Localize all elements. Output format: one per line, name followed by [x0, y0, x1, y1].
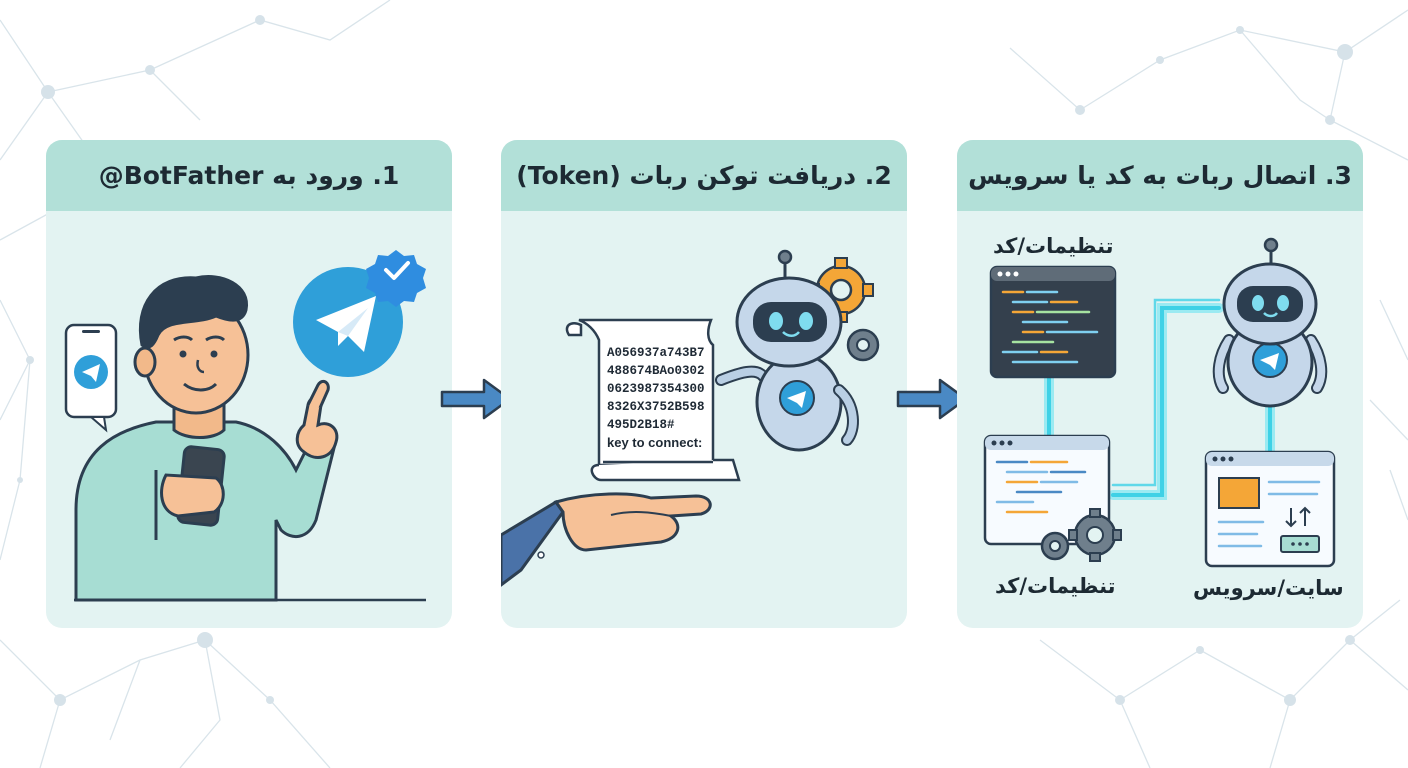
label-site-service: سایت/سرویس	[1193, 576, 1344, 600]
step-3-panel: 3. اتصال ربات به کد یا سرویس	[957, 140, 1363, 628]
label-settings-code-bottom: تنظیمات/کد	[995, 574, 1116, 598]
step-2-panel: 2. دریافت توکن ربات (Token)	[501, 140, 907, 628]
token-line-4: 8326X3752B598	[607, 400, 705, 414]
step-1-header: 1. ورود به BotFather@	[46, 140, 452, 211]
gear-icon	[846, 328, 880, 362]
token-line-3: 0623987354300	[607, 382, 705, 396]
step-1-panel: 1. ورود به BotFather@	[46, 140, 452, 628]
code-file-window	[983, 434, 1111, 546]
step-2-title: 2. دریافت توکن ربات (Token)	[516, 161, 892, 190]
step-2-header: 2. دریافت توکن ربات (Token)	[501, 140, 907, 211]
verified-badge-icon	[366, 250, 426, 307]
step-2-illustration: A056937a743B7 488674BAo0302 062398735430…	[501, 249, 880, 587]
step-3-illustration	[983, 237, 1336, 568]
small-phone-icon	[64, 323, 118, 433]
token-key-label: key to connect:	[607, 435, 702, 450]
step-1-title: 1. ورود به BotFather@	[98, 161, 400, 190]
token-line-2: 488674BAo0302	[607, 364, 705, 378]
gear-icon	[1068, 508, 1122, 562]
website-window	[1204, 450, 1336, 568]
code-editor-window	[989, 265, 1117, 379]
token-line-1: A056937a743B7	[607, 346, 705, 360]
step-3-title: 3. اتصال ربات به کد یا سرویس	[968, 161, 1352, 190]
gear-icon	[1040, 531, 1070, 561]
arrow-right-icon	[440, 378, 512, 420]
step-3-header: 3. اتصال ربات به کد یا سرویس	[957, 140, 1363, 211]
arrow-right-icon	[896, 378, 968, 420]
label-settings-code-top: تنظیمات/کد	[993, 234, 1114, 258]
token-line-5: 495D2B18#	[607, 418, 675, 432]
step-1-illustration	[64, 250, 426, 602]
